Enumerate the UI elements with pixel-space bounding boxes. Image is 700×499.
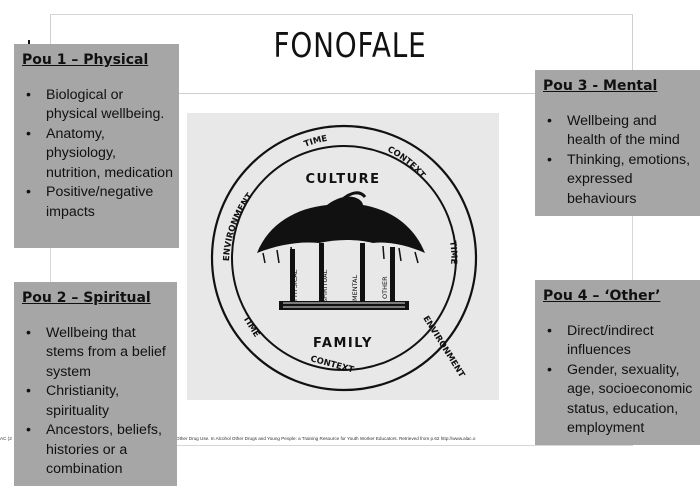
label-spiritual: SPIRITUAL [321,269,329,303]
label-culture: CULTURE [305,172,380,187]
label-environment-right: ENVIRONMENT [420,314,466,379]
label-family: FAMILY [313,336,373,351]
label-time-right: TIME [447,240,458,265]
pou-1-list: Biological or physical wellbeing. Anatom… [22,86,173,223]
slide-title: FONOFALE [273,26,427,66]
fonofale-diagram: TIME CONTEXT TIME ENVIRONMENT ENVIRONMEN… [187,113,499,400]
pou-3-mental-box: Pou 3 - Mental Wellbeing and health of t… [535,70,700,216]
label-mental: MENTAL [351,275,359,301]
label-environment-left: ENVIRONMENT [222,191,255,261]
label-context-bottom: CONTEXT [309,354,355,375]
label-other: OTHER [381,276,389,299]
pou-4-list: Direct/indirect influences Gender, sexua… [543,322,694,439]
pou-2-heading: Pou 2 – Spiritual [22,290,151,306]
corner-mark [28,40,30,47]
citation-text: Other Drug Use. In Alcohol Other Drugs a… [176,436,476,441]
outer-ring [210,124,478,392]
list-item: Gender, sexuality, age, socioeconomic st… [547,361,694,439]
label-time-left: TIME [240,314,261,339]
citation-fragment: AC (2 [0,436,12,441]
list-item: Biological or physical wellbeing. [26,86,173,125]
inner-ring [231,145,457,371]
list-item: Positive/negative impacts [26,183,173,222]
pou-1-physical-box: Pou 1 – Physical Biological or physical … [14,44,179,248]
pou-3-heading: Pou 3 - Mental [543,78,658,94]
pou-4-other-box: Pou 4 – ‘Other’ Direct/indirect influenc… [535,280,700,445]
list-item: Wellbeing that stems from a belief syste… [26,324,171,383]
list-item: Wellbeing and health of the mind [547,112,694,151]
list-item: Direct/indirect influences [547,322,694,361]
pou-3-list: Wellbeing and health of the mind Thinkin… [543,112,694,210]
list-item: Thinking, emotions, expressed behaviours [547,151,694,210]
pou-2-list: Wellbeing that stems from a belief syste… [22,324,171,480]
label-physical: PHYSICAL [291,269,299,301]
list-item: Ancestors, beliefs, histories or a combi… [26,421,171,480]
pou-4-heading: Pou 4 – ‘Other’ [543,288,661,304]
list-item: Anatomy, physiology, nutrition, medicati… [26,125,173,184]
fonofale-diagram-svg: TIME CONTEXT TIME ENVIRONMENT ENVIRONMEN… [210,124,478,392]
list-item: Christianity, spirituality [26,382,171,421]
fale-hut-icon [257,191,425,310]
pou-2-spiritual-box: Pou 2 – Spiritual Wellbeing that stems f… [14,282,177,486]
pou-1-heading: Pou 1 – Physical [22,52,149,68]
